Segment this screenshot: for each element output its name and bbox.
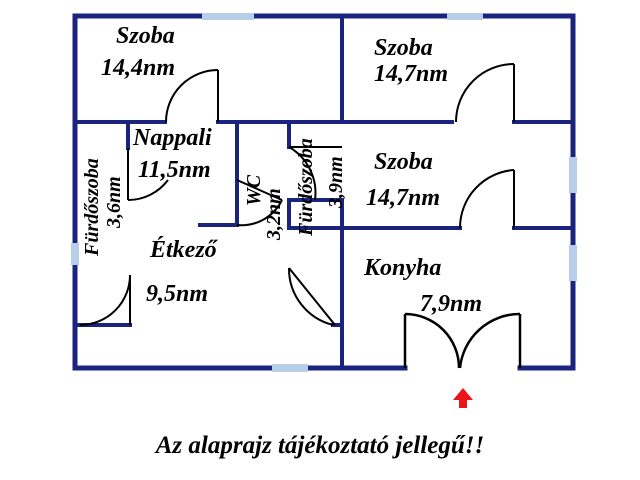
- room-nappali-name: Nappali: [133, 125, 212, 151]
- room-szoba3-area: 14,7nm: [366, 185, 441, 211]
- door-furdo1: [127, 148, 169, 201]
- door-entrance: [403, 312, 522, 369]
- room-furdo2-area: 3,9nm: [325, 156, 347, 208]
- door-szoba1: [165, 69, 219, 123]
- door-konyha: [287, 267, 336, 326]
- room-furdo1-name: Fürdőszoba: [81, 158, 103, 256]
- window-south-1: [272, 364, 308, 372]
- window-east-1: [569, 157, 577, 193]
- doors: [79, 63, 522, 369]
- door-etkezo: [79, 274, 131, 326]
- door-szoba3: [458, 169, 515, 229]
- room-wc-area: 3,2nm: [263, 188, 285, 240]
- room-szoba2-area: 14,7nm: [374, 61, 449, 87]
- room-konyha-area: 7,9nm: [420, 291, 483, 317]
- door-furdo2: [288, 146, 342, 201]
- room-szoba1-name: Szoba: [116, 23, 175, 49]
- door-wc: [236, 179, 283, 227]
- room-etkezo-name: Étkező: [150, 237, 217, 263]
- interior-walls: [73, 14, 575, 370]
- window-north-1: [202, 13, 254, 20]
- room-wc-name: WC: [243, 174, 265, 206]
- window-west-1: [71, 243, 79, 265]
- window-east-2: [569, 245, 577, 281]
- room-furdo2-name: Fürdőszoba: [295, 138, 317, 236]
- door-szoba2: [455, 63, 515, 123]
- room-szoba1-area: 14,4nm: [101, 55, 176, 81]
- room-szoba2-name: Szoba: [374, 35, 433, 61]
- room-konyha-name: Konyha: [364, 255, 442, 281]
- room-furdo1-area: 3,6nm: [103, 176, 125, 228]
- room-etkezo-area: 9,5nm: [146, 281, 209, 307]
- up-arrow-icon: [453, 388, 473, 408]
- windows: [71, 13, 577, 372]
- window-north-2: [447, 13, 483, 20]
- room-nappali-area: 11,5nm: [138, 157, 211, 183]
- room-szoba3-name: Szoba: [374, 149, 433, 175]
- disclaimer-caption: Az alaprajz tájékoztató jellegű!!: [155, 432, 485, 459]
